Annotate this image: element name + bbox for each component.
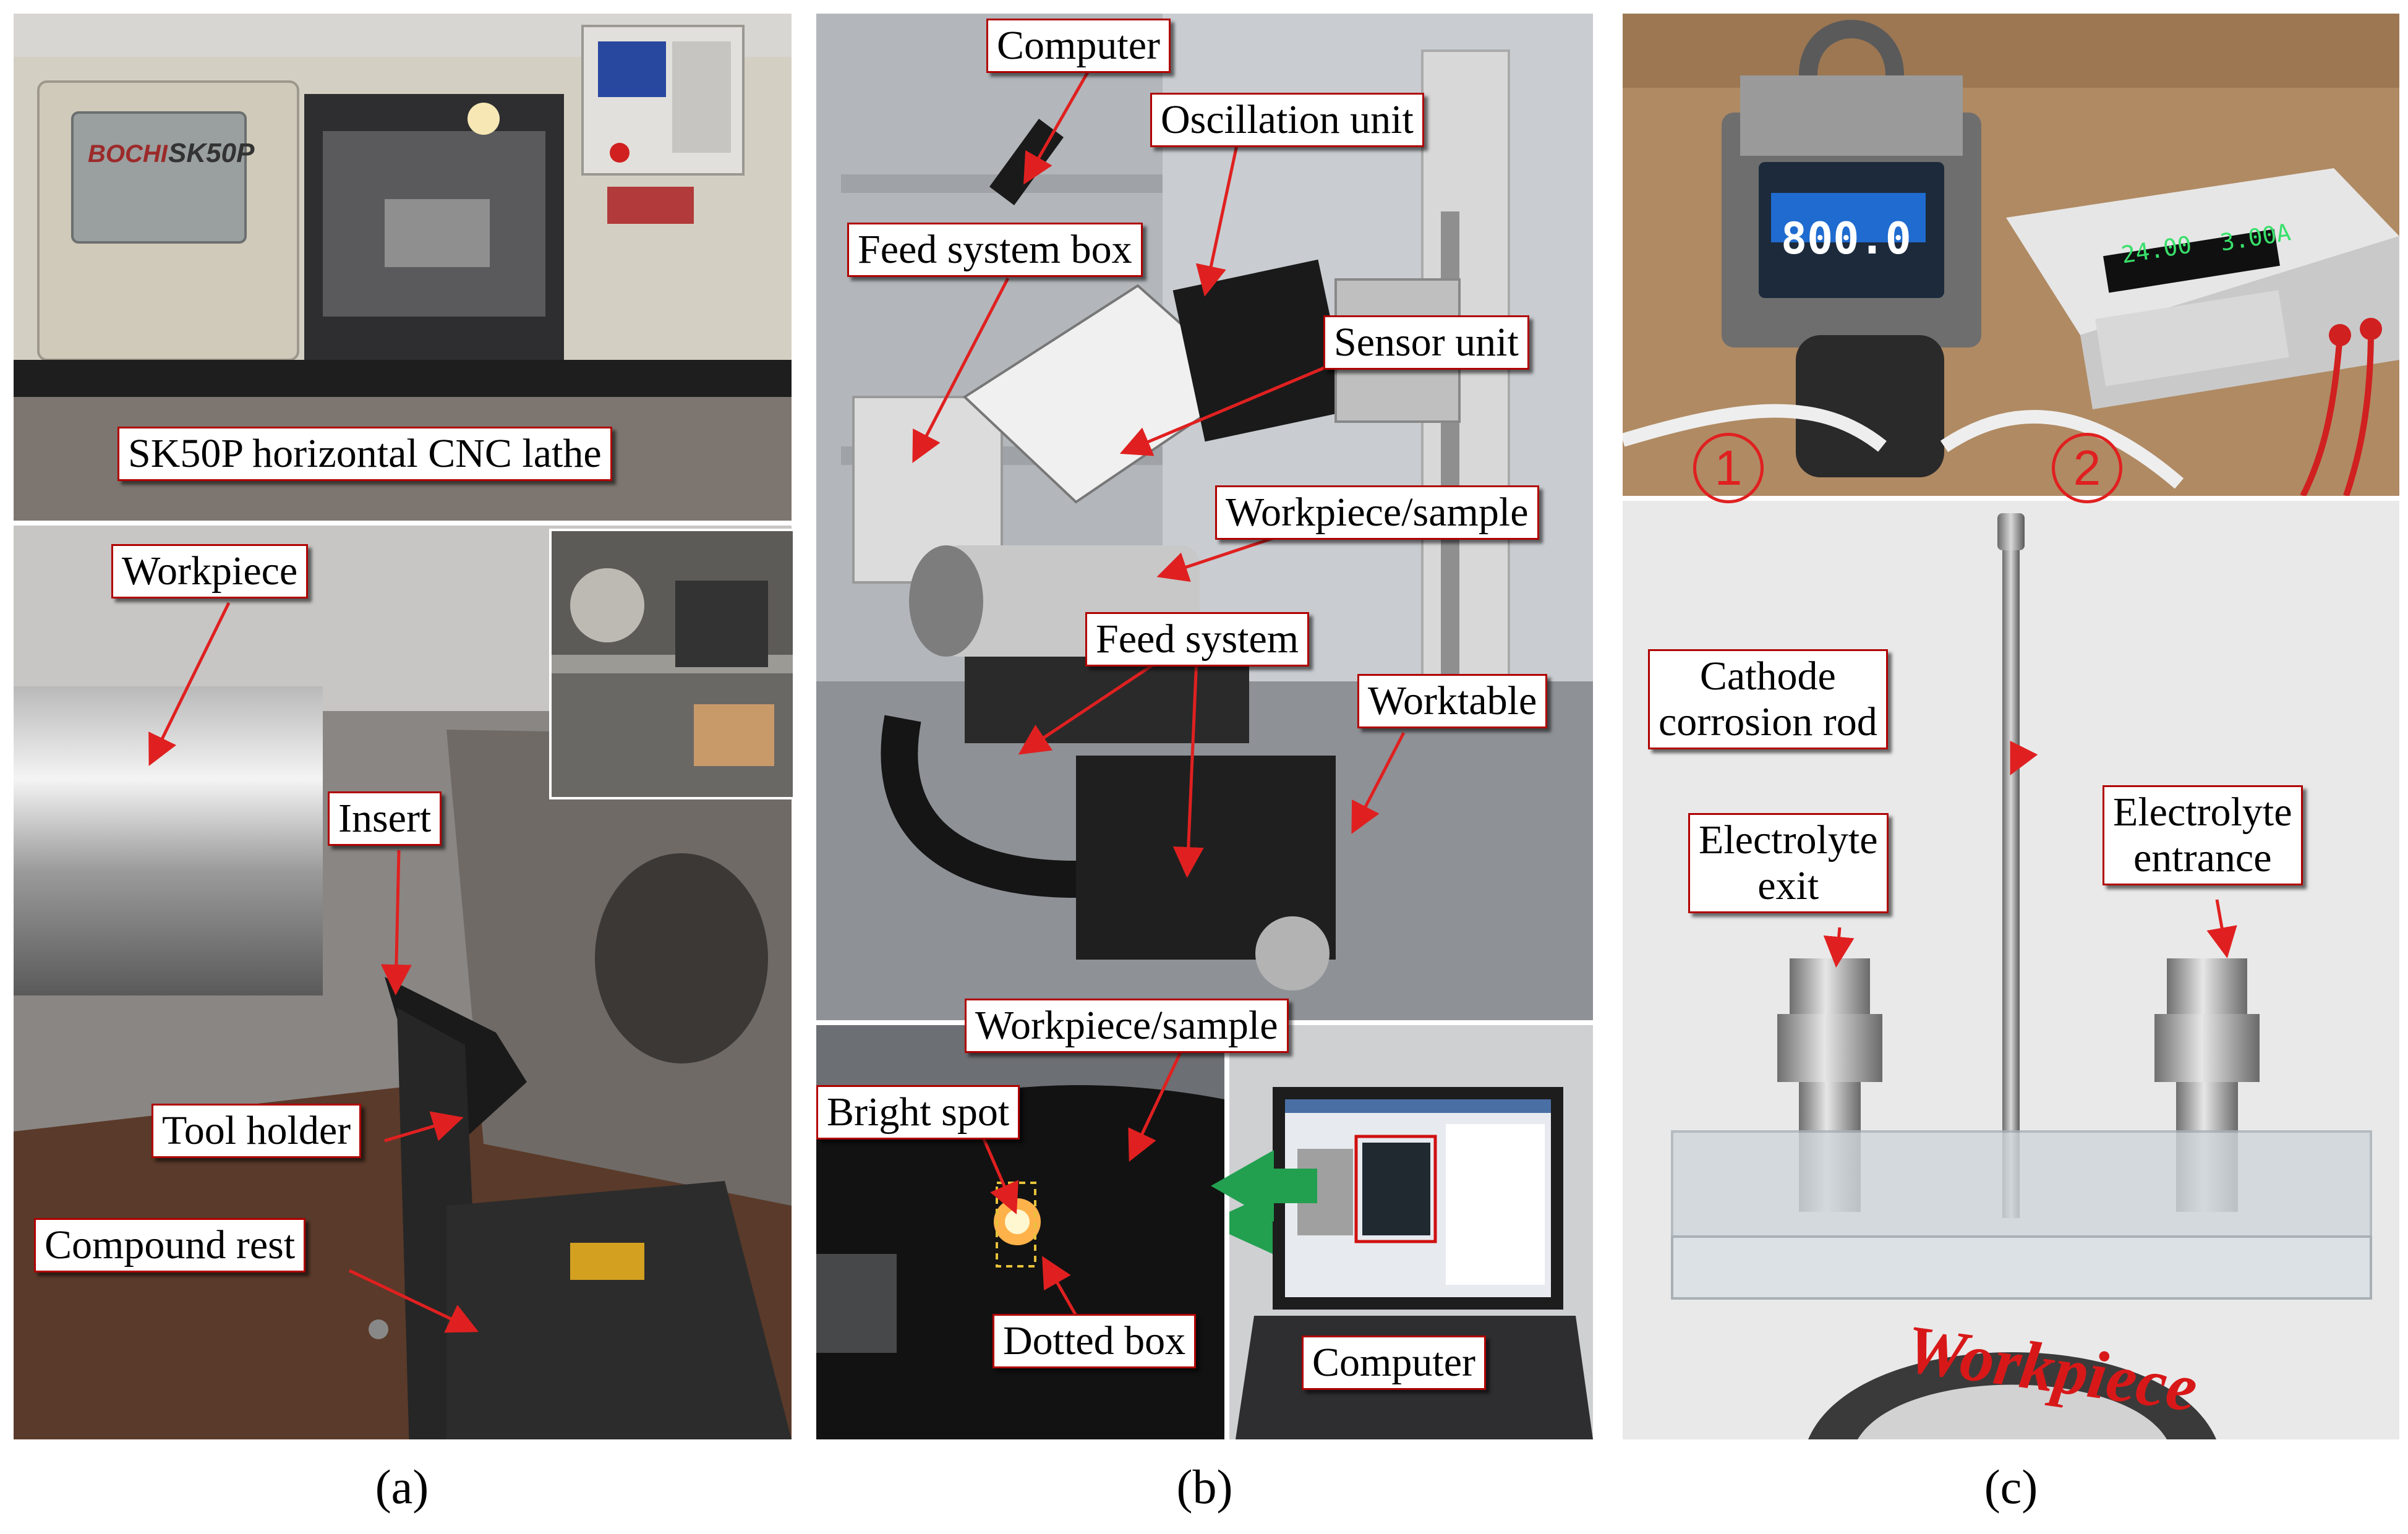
- measurement-setup-photo: [816, 14, 1593, 1020]
- caption-c: (c): [1984, 1460, 2038, 1514]
- lathe-brand-text: BOCHI: [88, 140, 168, 168]
- lathe-model-text: SK50P: [168, 138, 255, 168]
- label-computer-top: Computer: [986, 19, 1171, 73]
- caption-b: (b): [1176, 1460, 1233, 1514]
- label-feed-system-box: Feed system box: [847, 223, 1143, 277]
- label-bright-spot: Bright spot: [816, 1085, 1020, 1140]
- electrolytic-fixture-photo: [1623, 501, 2399, 1439]
- marker-1: 1: [1693, 433, 1764, 503]
- label-dotted-box: Dotted box: [993, 1314, 1197, 1368]
- label-tool-holder: Tool holder: [152, 1104, 362, 1158]
- label-electrolyte-exit: Electrolyte exit: [1688, 813, 1889, 913]
- label-feed-system: Feed system: [1085, 612, 1310, 667]
- label-insert: Insert: [328, 791, 442, 846]
- label-electrolyte-entrance: Electrolyte entrance: [2103, 785, 2303, 885]
- lathe-photo: BOCHI SK50P: [14, 14, 792, 521]
- label-lathe: SK50P horizontal CNC lathe: [117, 427, 612, 481]
- label-worktable: Worktable: [1357, 674, 1548, 728]
- label-compound-rest: Compound rest: [34, 1218, 306, 1272]
- label-workpiece-a: Workpiece: [111, 544, 309, 599]
- lathe-inset-photo: [549, 529, 795, 799]
- label-oscillation-unit: Oscillation unit: [1150, 93, 1424, 147]
- label-workpiece-sample-bottom: Workpiece/sample: [965, 999, 1289, 1053]
- label-workpiece-sample-top: Workpiece/sample: [1215, 485, 1539, 540]
- tooling-photo: [14, 526, 792, 1439]
- label-sensor-unit: Sensor unit: [1323, 315, 1529, 370]
- pump-display-value: 800.0: [1781, 213, 1911, 264]
- label-computer-bottom: Computer: [1302, 1336, 1486, 1390]
- label-cathode-rod: Cathode corrosion rod: [1648, 649, 1888, 749]
- caption-a: (a): [375, 1460, 429, 1514]
- marker-2: 2: [2052, 433, 2122, 503]
- pump-power-photo: [1623, 14, 2399, 496]
